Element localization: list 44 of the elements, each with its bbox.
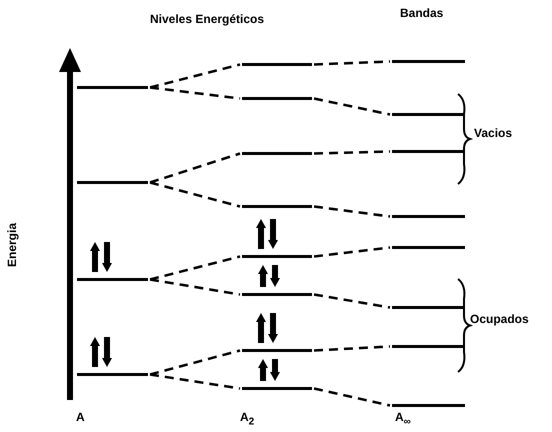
connector-line — [150, 278, 240, 296]
connector-line — [150, 255, 240, 281]
energy-level-line — [242, 387, 312, 390]
energy-level-line — [242, 349, 312, 352]
energy-level-line — [242, 97, 312, 100]
connector-line — [314, 150, 390, 155]
connector-line — [314, 293, 390, 309]
energy-level-line — [242, 205, 312, 208]
energy-level-line — [242, 152, 312, 155]
connector-line — [150, 349, 240, 376]
connector-line — [314, 246, 390, 258]
group-label: Vacios — [474, 126, 512, 140]
connector-line — [314, 387, 390, 407]
energy-level-line — [392, 60, 465, 63]
energy-level-line — [392, 215, 465, 218]
axis-label: Energia — [5, 223, 19, 267]
energy-level-line — [392, 404, 465, 407]
heading: Bandas — [400, 6, 444, 20]
group-label: Ocupados — [470, 312, 529, 326]
column-label: A$_{2}$ — [240, 410, 254, 430]
connector-line — [150, 181, 240, 208]
energy-level-line — [77, 181, 148, 184]
energy-level-line — [392, 150, 465, 153]
connector-line — [150, 86, 240, 100]
connector-line — [150, 152, 240, 184]
energy-level-line — [242, 293, 312, 296]
energy-level-line — [392, 246, 465, 249]
energy-level-line — [242, 255, 312, 258]
column-label: A$_{∞}$ — [395, 410, 411, 430]
energy-level-line — [77, 373, 148, 376]
connector-line — [150, 63, 240, 89]
energy-level-line — [77, 86, 148, 89]
column-label: A — [76, 410, 85, 424]
connector-line — [314, 345, 390, 352]
energy-level-line — [242, 63, 312, 66]
connector-line — [314, 97, 390, 116]
connector-line — [150, 373, 240, 390]
energy-level-line — [77, 278, 148, 281]
connector-line — [314, 205, 390, 218]
energy-level-line — [392, 345, 465, 348]
energy-level-line — [392, 113, 465, 116]
energy-level-line — [392, 306, 465, 309]
heading: Niveles Energéticos — [150, 12, 264, 26]
connector-line — [314, 60, 390, 66]
